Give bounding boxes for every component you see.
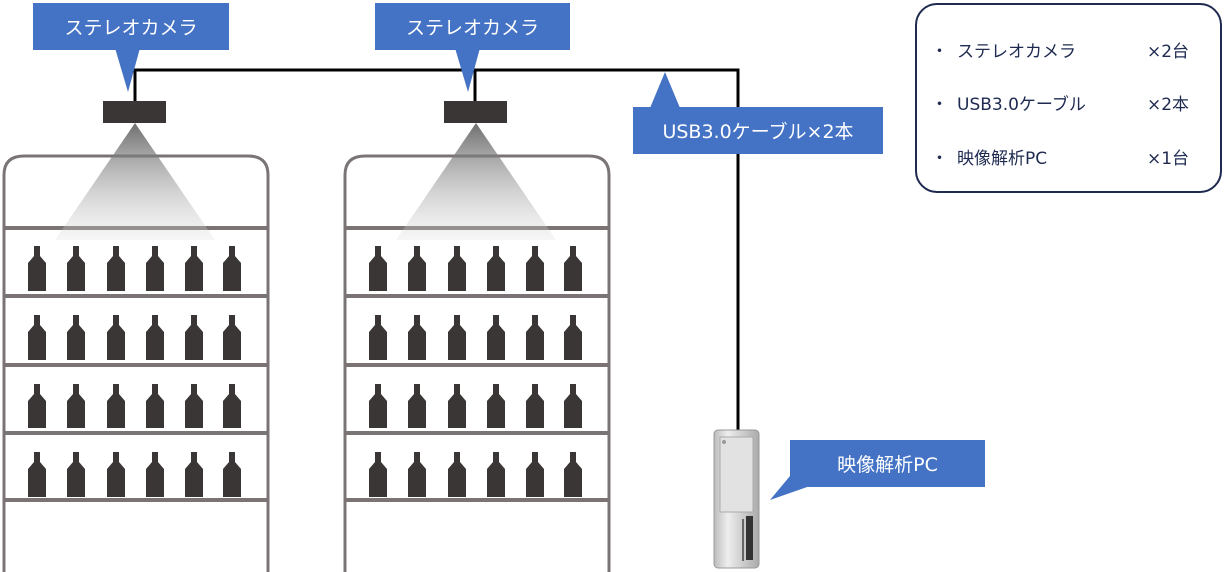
bottle-icon [448, 246, 466, 291]
legend-qty: ×2台 [1147, 42, 1190, 62]
bottle-icon [487, 246, 505, 291]
bottle-icon [185, 315, 203, 360]
usb-cable [133, 68, 740, 430]
shelf-board [4, 294, 268, 298]
shelf-board [345, 363, 609, 367]
bottle-icon [408, 315, 426, 360]
bottle-icon [107, 315, 125, 360]
legend-item-cable: ・ USB3.0ケーブル ×2本 [931, 90, 1211, 115]
bottle-icon [369, 452, 387, 497]
bottle-icon [28, 315, 46, 360]
bottle-icon [107, 452, 125, 497]
bottle-icon [146, 246, 164, 291]
legend-name: ステレオカメラ [957, 42, 1076, 62]
stereo-camera-icon [444, 101, 507, 123]
legend-item-camera: ・ステレオカメラ ×2台 [931, 37, 1211, 62]
bottle-icon [67, 315, 85, 360]
bottle-icon [185, 246, 203, 291]
bottle-icon [146, 452, 164, 497]
bottle-icon [526, 246, 544, 291]
bottle-icon [146, 315, 164, 360]
bottle-icon [146, 384, 164, 428]
bottle-icon [369, 384, 387, 428]
stereo-camera-icon [103, 101, 166, 123]
shelf-board [345, 431, 609, 435]
shelf-unit-2 [343, 101, 611, 572]
bottle-icon [487, 315, 505, 360]
bottle-icon [369, 246, 387, 291]
bottle-icon [487, 452, 505, 497]
bottle-icon [28, 246, 46, 291]
shelf-board [4, 431, 268, 435]
cable-label: USB3.0ケーブル×2本 [633, 107, 883, 154]
bottle-icon [487, 384, 505, 428]
shelf-board [345, 498, 609, 502]
camera-view-cone [396, 123, 556, 240]
equipment-legend: ・ステレオカメラ×2台 ・USB3.0ケーブル×2本 ・映像解析PC×1台 [915, 3, 1222, 193]
bottle-icon [185, 384, 203, 428]
bottle-icon [67, 384, 85, 428]
bottle-icon [107, 384, 125, 428]
legend-qty: ×1台 [1147, 149, 1190, 169]
legend-item-pc: ・映像解析PC ×1台 [931, 144, 1211, 169]
pc-tower-icon [713, 429, 760, 569]
bottle-icon [223, 452, 241, 497]
bottle-icon [223, 384, 241, 428]
bottle-icon [448, 315, 466, 360]
legend-qty: ×2本 [1147, 95, 1190, 115]
bottle-icon [223, 315, 241, 360]
bottle-icon [408, 452, 426, 497]
shelf-board [4, 498, 268, 502]
bottle-icon [369, 315, 387, 360]
bottle-icon [185, 452, 203, 497]
bullet: ・ [931, 42, 948, 62]
bottle-icon [564, 452, 582, 497]
bottle-icon [526, 315, 544, 360]
bottle-icon [448, 384, 466, 428]
bottle-icon [564, 246, 582, 291]
legend-name: 映像解析PC [957, 149, 1048, 169]
pc-label: 映像解析PC [790, 440, 985, 487]
bottle-icon [526, 384, 544, 428]
bottle-icon [408, 384, 426, 428]
bottle-icon [107, 246, 125, 291]
bottle-icon [448, 452, 466, 497]
bullet: ・ [931, 149, 948, 169]
bottle-icon [526, 452, 544, 497]
camera-view-cone [55, 123, 215, 240]
bottle-icon [223, 246, 241, 291]
bottle-icon [408, 246, 426, 291]
camera-label-2: ステレオカメラ [375, 3, 570, 50]
bottle-icon [67, 246, 85, 291]
camera-label-1: ステレオカメラ [33, 3, 229, 50]
bottle-icon [564, 384, 582, 428]
bottle-icon [67, 452, 85, 497]
legend-name: USB3.0ケーブル [957, 95, 1086, 115]
bottle-icon [564, 315, 582, 360]
bottle-icon [28, 452, 46, 497]
shelf-unit-1 [2, 101, 270, 572]
shelf-board [4, 363, 268, 367]
bottle-icon [28, 384, 46, 428]
shelf-board [345, 294, 609, 298]
bullet: ・ [931, 95, 948, 115]
